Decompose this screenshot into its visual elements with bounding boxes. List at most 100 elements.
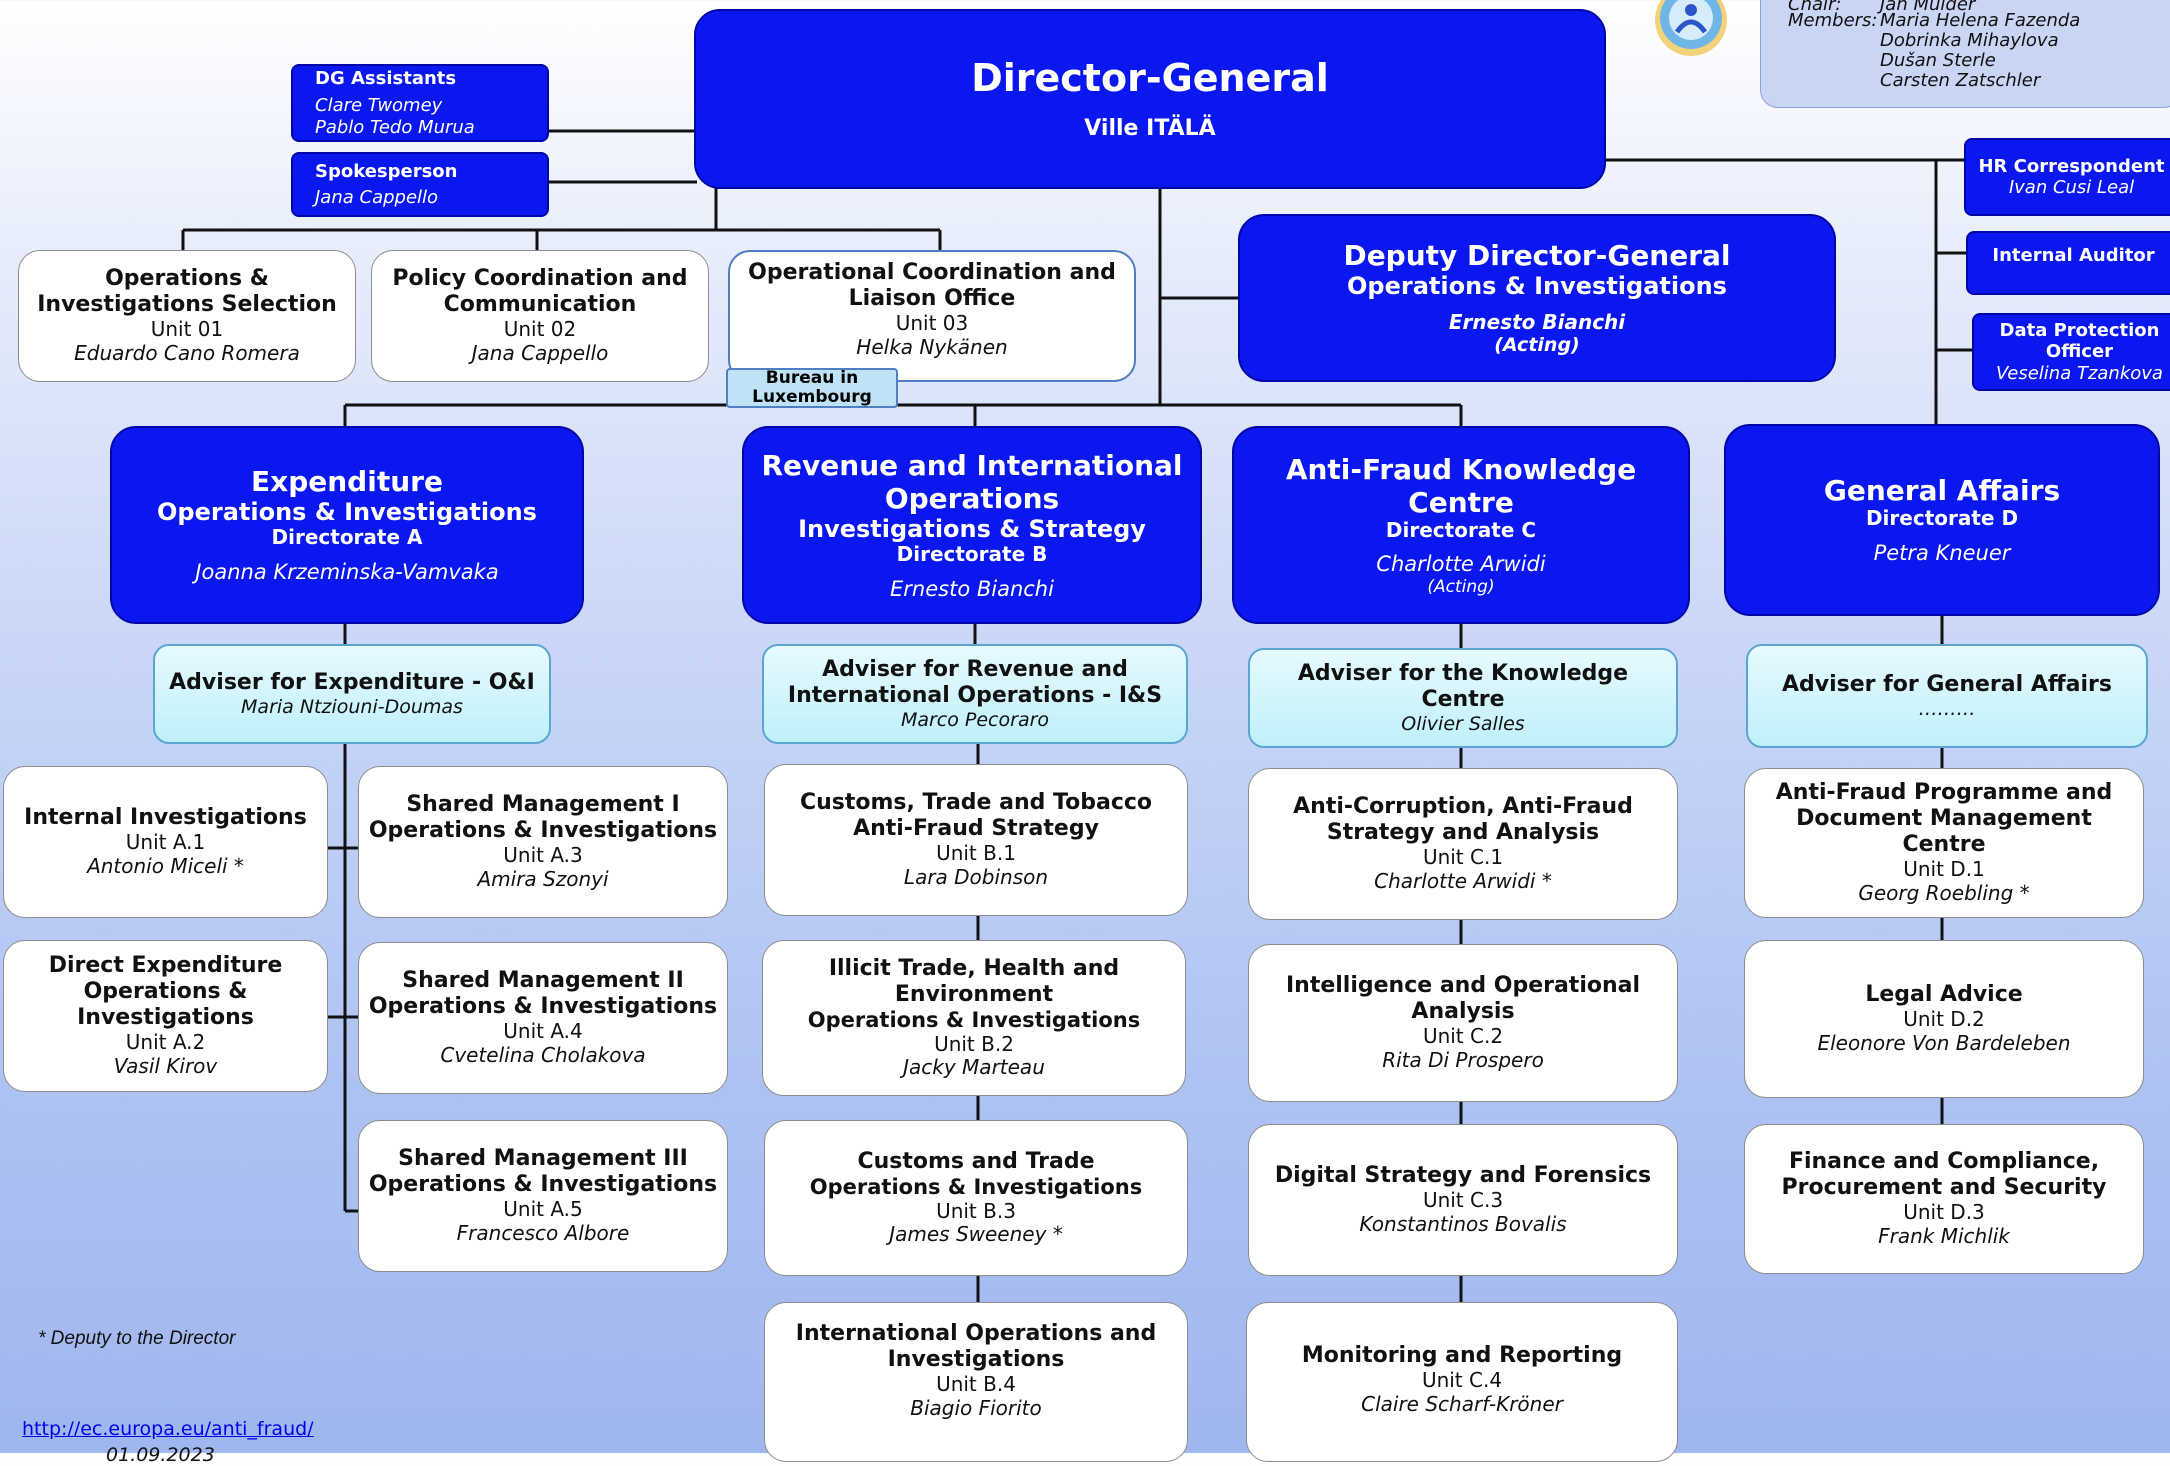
internal-auditor-box[interactable]: Internal Auditor — [1966, 231, 2170, 295]
unit-c4-title: Monitoring and Reporting — [1301, 1343, 1623, 1368]
unit-c2-box[interactable]: Intelligence and Operational Analysis Un… — [1248, 944, 1678, 1102]
unit-a3-head: Amira Szonyi — [477, 866, 609, 891]
dg-assistant-name: Pablo Tedo Murua — [315, 116, 475, 138]
unit-d3-code: Unit D.3 — [1903, 1200, 1985, 1225]
directorate-c-director: Charlotte Arwidi — [1376, 552, 1546, 577]
unit-a4-box[interactable]: Shared Management II Operations & Invest… — [358, 942, 728, 1094]
unit-b4-title: International Operations and Investigati… — [795, 1321, 1157, 1372]
unit-c1-title: Anti-Corruption, Anti-Fraud Strategy and… — [1293, 794, 1633, 846]
unit-c3-code: Unit C.3 — [1422, 1188, 1504, 1213]
unit-b1-box[interactable]: Customs, Trade and Tobacco Anti-Fraud St… — [764, 764, 1188, 916]
director-general-box[interactable]: Director-General Ville ITÄLÄ — [694, 9, 1606, 189]
unit-03-code: Unit 03 — [895, 310, 969, 335]
unit-c3-box[interactable]: Digital Strategy and Forensics Unit C.3 … — [1248, 1124, 1678, 1276]
adviser-a-title: Adviser for Expenditure - O&I — [169, 669, 535, 695]
unit-d2-box[interactable]: Legal Advice Unit D.2 Eleonore Von Barde… — [1744, 940, 2144, 1098]
unit-b3-head: James Sweeney * — [889, 1222, 1063, 1247]
unit-c4-head: Claire Scharf-Kröner — [1361, 1391, 1563, 1416]
directorate-a-director: Joanna Krzeminska-Vamvaka — [195, 560, 499, 585]
directorate-c-box[interactable]: Anti-Fraud Knowledge Centre Directorate … — [1232, 426, 1690, 624]
unit-02-box[interactable]: Policy Coordination and Communication Un… — [371, 250, 709, 382]
unit-a3-box[interactable]: Shared Management I Operations & Investi… — [358, 766, 728, 918]
adviser-c-name: Olivier Salles — [1401, 712, 1525, 735]
unit-d2-head: Eleonore Von Bardeleben — [1817, 1030, 2071, 1055]
unit-01-code: Unit 01 — [150, 317, 224, 342]
committee-members-label: Members: — [1788, 10, 1878, 31]
unit-b4-box[interactable]: International Operations and Investigati… — [764, 1302, 1188, 1462]
deputy-note: (Acting) — [1494, 334, 1580, 357]
dg-assistants-box[interactable]: DG Assistants Clare Twomey Pablo Tedo Mu… — [291, 64, 549, 142]
unit-d2-title: Legal Advice — [1865, 982, 2023, 1008]
unit-a5-head: Francesco Albore — [456, 1220, 630, 1245]
unit-a4-head: Cvetelina Cholakova — [440, 1042, 646, 1067]
directorate-a-subtitle: Operations & Investigations — [157, 498, 537, 527]
unit-d3-head: Frank Michlik — [1878, 1223, 2010, 1248]
unit-a3-title: Shared Management I Operations & Investi… — [368, 792, 718, 844]
committee-chair-label: Chair: — [1788, 0, 1842, 15]
unit-c4-box[interactable]: Monitoring and Reporting Unit C.4 Claire… — [1246, 1302, 1678, 1462]
deputy-subtitle: Operations & Investigations — [1347, 272, 1727, 301]
website-link-wrap: http://ec.europa.eu/anti_fraud/ — [22, 1418, 314, 1440]
unit-c2-code: Unit C.2 — [1422, 1024, 1504, 1049]
director-general-name: Ville ITÄLÄ — [1084, 116, 1216, 142]
unit-c1-box[interactable]: Anti-Corruption, Anti-Fraud Strategy and… — [1248, 768, 1678, 920]
directorate-d-title: General Affairs — [1823, 474, 2061, 508]
olaf-logo-icon — [1655, 0, 1727, 56]
adviser-a-box[interactable]: Adviser for Expenditure - O&I Maria Ntzi… — [153, 644, 551, 744]
spokesperson-title: Spokesperson — [315, 161, 458, 183]
director-general-title: Director-General — [971, 55, 1329, 100]
unit-01-box[interactable]: Operations & Investigations Selection Un… — [18, 250, 356, 382]
dg-assistant-name: Clare Twomey — [315, 95, 443, 117]
adviser-a-name: Maria Ntziouni-Doumas — [241, 695, 463, 718]
directorate-a-title: Expenditure — [251, 465, 443, 499]
unit-b2-head: Jacky Marteau — [903, 1055, 1045, 1080]
dg-assistants-title: DG Assistants — [315, 68, 457, 90]
unit-b3-code: Unit B.3 — [936, 1198, 1016, 1223]
data-protection-officer-title: Data Protection Officer — [1999, 320, 2160, 363]
directorate-a-box[interactable]: Expenditure Operations & Investigations … — [110, 426, 584, 624]
committee-member: Dušan Sterle — [1880, 50, 1996, 71]
directorate-d-director: Petra Kneuer — [1873, 540, 2011, 565]
directorate-b-subtitle: Investigations & Strategy — [798, 514, 1146, 543]
bureau-luxembourg-box[interactable]: Bureau in Luxembourg — [726, 368, 898, 408]
unit-a1-box[interactable]: Internal Investigations Unit A.1 Antonio… — [3, 766, 328, 918]
unit-03-head: Helka Nykänen — [856, 334, 1008, 359]
unit-b3-title: Customs and Trade — [857, 1149, 1095, 1175]
deputy-director-general-box[interactable]: Deputy Director-General Operations & Inv… — [1238, 214, 1836, 382]
unit-a5-box[interactable]: Shared Management III Operations & Inves… — [358, 1120, 728, 1272]
unit-b2-box[interactable]: Illicit Trade, Health and Environment Op… — [762, 940, 1186, 1096]
spokesperson-box[interactable]: Spokesperson Jana Cappello — [291, 152, 549, 217]
unit-b2-title: Illicit Trade, Health and Environment — [828, 956, 1120, 1008]
directorate-b-box[interactable]: Revenue and International Operations Inv… — [742, 426, 1202, 624]
unit-a1-head: Antonio Miceli * — [87, 853, 244, 878]
unit-c2-title: Intelligence and Operational Analysis — [1285, 973, 1641, 1025]
unit-d1-box[interactable]: Anti-Fraud Programme and Document Manage… — [1744, 768, 2144, 918]
unit-b1-code: Unit B.1 — [936, 841, 1016, 866]
directorate-b-code: Directorate B — [896, 542, 1048, 566]
unit-03-box[interactable]: Operational Coordination and Liaison Off… — [728, 250, 1136, 382]
unit-a3-code: Unit A.3 — [503, 843, 583, 868]
unit-a4-title: Shared Management II Operations & Invest… — [368, 968, 718, 1020]
data-protection-officer-box[interactable]: Data Protection Officer Veselina Tzankov… — [1972, 313, 2170, 391]
hr-correspondent-title: HR Correspondent — [1978, 155, 2165, 177]
unit-c3-title: Digital Strategy and Forensics — [1274, 1163, 1652, 1189]
adviser-c-box[interactable]: Adviser for the Knowledge Centre Olivier… — [1248, 648, 1678, 748]
supervisory-committee-panel — [1760, 0, 2170, 108]
unit-b3-box[interactable]: Customs and Trade Operations & Investiga… — [764, 1120, 1188, 1276]
unit-d2-code: Unit D.2 — [1903, 1007, 1985, 1032]
unit-a2-box[interactable]: Direct Expenditure Operations & Investig… — [3, 940, 328, 1092]
unit-d3-title: Finance and Compliance, Procurement and … — [1781, 1149, 2107, 1201]
data-protection-officer-name: Veselina Tzankova — [1996, 362, 2163, 384]
unit-d3-box[interactable]: Finance and Compliance, Procurement and … — [1744, 1124, 2144, 1274]
hr-correspondent-box[interactable]: HR Correspondent Ivan Cusi Leal — [1964, 138, 2170, 216]
website-link[interactable]: http://ec.europa.eu/anti_fraud/ — [22, 1418, 314, 1440]
adviser-b-box[interactable]: Adviser for Revenue and International Op… — [762, 644, 1188, 744]
unit-02-code: Unit 02 — [503, 317, 577, 342]
committee-member: Carsten Zatschler — [1880, 70, 2041, 91]
unit-d1-head: Georg Roebling * — [1858, 880, 2030, 905]
directorate-d-box[interactable]: General Affairs Directorate D Petra Kneu… — [1724, 424, 2160, 616]
adviser-b-name: Marco Pecoraro — [900, 708, 1050, 731]
spokesperson-name: Jana Cappello — [315, 186, 439, 208]
adviser-d-box[interactable]: Adviser for General Affairs ……… — [1746, 644, 2148, 748]
